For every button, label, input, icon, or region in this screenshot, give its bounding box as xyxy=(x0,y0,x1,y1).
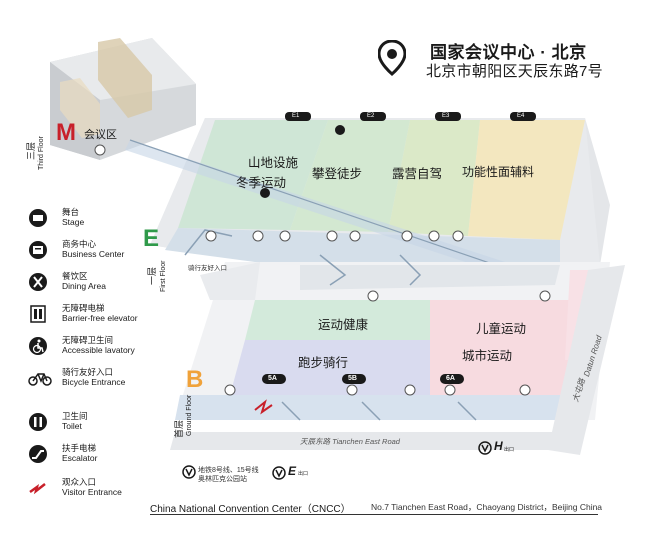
legend-item-elevator: 无障碍电梯 Barrier-free elevator xyxy=(28,302,168,332)
floor-b-cn: 首层 xyxy=(174,419,184,438)
elevator-icon xyxy=(30,305,46,323)
legend-label-en: Barrier-free elevator xyxy=(62,313,138,323)
legend-item-bicycle: 骑行友好入口 Bicycle Entrance xyxy=(28,366,168,396)
bicycle-icon xyxy=(28,373,52,386)
escalators xyxy=(184,229,477,421)
legend-item-dining: 餐饮区 Dining Area xyxy=(28,270,168,300)
e-hall-tabs xyxy=(285,112,536,121)
metro-icon xyxy=(182,465,196,479)
exit-h-label: H xyxy=(494,439,503,453)
legend-label-cn: 餐饮区 xyxy=(62,271,88,281)
legend-item-stage: 舞台 Stage xyxy=(28,206,168,236)
floor-b-en: Ground Floor xyxy=(186,394,193,436)
roads xyxy=(170,265,625,455)
legend-label-cn: 骑行友好入口 xyxy=(62,367,114,377)
legend-label-cn: 卫生间 xyxy=(62,411,88,421)
legend-label-cn: 无障碍电梯 xyxy=(62,303,105,313)
metro-exit-icon xyxy=(272,466,286,480)
legend-item-business-center: 商务中心 Business Center xyxy=(28,238,168,268)
floor-m-en: Third Floor xyxy=(38,136,45,170)
visitor-entrance-icon xyxy=(29,483,46,495)
floor-letters: M E B xyxy=(56,119,203,393)
zone-b-right-label-b: 城市运动 xyxy=(462,349,513,363)
exit-h-icon xyxy=(478,441,492,455)
venue-title: 国家会议中心 · 北京 xyxy=(430,43,587,62)
ground-floor xyxy=(175,262,610,420)
tianchen-road-label: 天辰东路 Tianchen East Road xyxy=(300,437,400,446)
floor-letter-e: E xyxy=(143,225,159,252)
stage-icon xyxy=(29,209,47,227)
hall-e4-label: E4 xyxy=(517,113,525,119)
legend-label-en: Accessible lavatory xyxy=(62,345,135,355)
legend-item-escalator: 扶手电梯 Escalator xyxy=(28,442,168,472)
legend-label-en: Business Center xyxy=(62,249,125,259)
zone-e4-label: 功能性面辅料 xyxy=(462,165,535,179)
legend-item-toilet: 卫生间 Toilet xyxy=(28,410,168,440)
metro-info: 地铁8号线、15号线 奥林匹克公园站 xyxy=(198,466,259,484)
third-floor-block xyxy=(50,38,196,160)
zone-e1-label-b: 冬季运动 xyxy=(236,176,287,190)
exit-e-label: E xyxy=(288,464,297,478)
zone-b-mid-label: 跑步骑行 xyxy=(298,356,349,370)
zone-b-right-label-a: 儿童运动 xyxy=(476,322,527,336)
location-pin-icon xyxy=(378,40,406,76)
metro-line-text: 地铁8号线、15号线 xyxy=(198,467,259,474)
dining-icon xyxy=(29,273,47,291)
zone-e3 xyxy=(388,120,480,236)
legend-label-cn: 商务中心 xyxy=(62,239,97,249)
legend-label-en: Dining Area xyxy=(62,281,106,291)
exit-e-sub: 出口 xyxy=(298,471,309,477)
floor-letter-b: B xyxy=(186,366,203,393)
footer-name: China National Convention Center（CNCC） xyxy=(150,504,351,515)
bicycle-entrance-note: 骑行友好入口 xyxy=(188,265,227,272)
legend-item-visitor-entrance: 观众入口 Visitor Entrance xyxy=(28,476,168,506)
exit-h-sub: 出口 xyxy=(504,447,515,453)
legend-label-en: Visitor Entrance xyxy=(62,487,122,497)
floor-m-cn: 三层 xyxy=(26,141,36,160)
b-hall-tabs xyxy=(262,374,464,384)
hall-e2-label: E2 xyxy=(367,113,375,119)
first-floor xyxy=(125,118,610,275)
zone-b-top-label: 运动健康 xyxy=(318,318,369,332)
business-center-icon xyxy=(29,241,47,259)
zone-e1-label-a: 山地设施 xyxy=(248,156,299,170)
zone-e4 xyxy=(468,120,585,240)
metro-station-text: 奥林匹克公园站 xyxy=(198,476,247,483)
toilet-icon xyxy=(29,413,47,431)
meeting-area-label: 会议区 xyxy=(84,129,117,141)
footer-address: No.7 Tianchen East Road，Chaoyang Distric… xyxy=(371,502,603,512)
legend-label-en: Bicycle Entrance xyxy=(62,377,126,387)
legend-label-en: Toilet xyxy=(62,421,82,431)
legend-label-en: Stage xyxy=(62,217,85,227)
escalator-icon xyxy=(29,445,47,463)
hall-5a-label: 5A xyxy=(268,375,277,382)
floor-letter-m: M xyxy=(56,119,76,146)
legend-item-accessible-lavatory: 无障碍卫生间 Accessible lavatory xyxy=(28,334,168,364)
hall-e3-label: E3 xyxy=(442,113,450,119)
legend-label-cn: 无障碍卫生间 xyxy=(62,335,114,345)
hall-5b-label: 5B xyxy=(348,375,357,382)
hall-e1-label: E1 xyxy=(292,113,300,119)
zone-e2-label: 攀登徒步 xyxy=(312,167,363,181)
legend-label-cn: 观众入口 xyxy=(62,477,97,487)
footer-divider xyxy=(150,514,598,515)
legend-label-en: Escalator xyxy=(62,453,98,463)
zone-e3-label: 露营自驾 xyxy=(392,167,443,181)
legend-label-cn: 扶手电梯 xyxy=(62,443,97,453)
accessible-lavatory-icon xyxy=(29,337,47,355)
legend-label-cn: 舞台 xyxy=(62,207,80,217)
hall-6a-label: 6A xyxy=(446,375,455,382)
map-icons xyxy=(94,125,551,415)
venue-address: 北京市朝阳区天辰东路7号 xyxy=(426,63,603,80)
